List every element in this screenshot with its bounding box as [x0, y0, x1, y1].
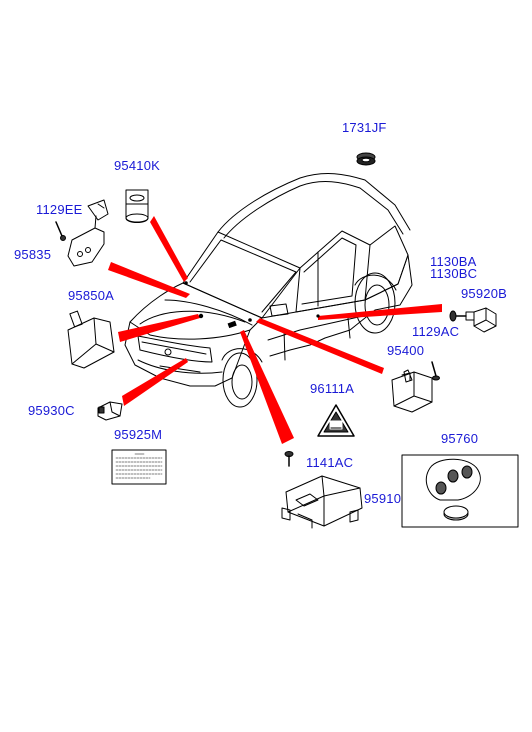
sensor-95920b-part: [465, 307, 497, 333]
part-label-95835: 95835: [14, 247, 52, 262]
pointer-95930c: [122, 358, 188, 406]
module-95400-part: [391, 369, 433, 413]
pointer-95910: [240, 330, 294, 444]
part-label-95850a: 95850A: [68, 288, 115, 303]
vehicle-drawing: [124, 173, 413, 408]
part-label-1731jf: 1731JF: [342, 120, 387, 135]
pointer-95850a: [118, 314, 200, 342]
grommet-part: [356, 152, 376, 166]
smart-key-part: [401, 454, 519, 528]
part-label-95930c: 95930C: [28, 403, 75, 418]
module-95850a-part: [67, 310, 115, 369]
screw-1130-part: [449, 310, 467, 322]
part-label-95910: 95910: [364, 491, 402, 506]
sensor-95930c-part: [97, 401, 123, 421]
label-95925m-part: [111, 449, 167, 485]
sensor-95410k-part: [125, 189, 149, 223]
pointer-95400: [256, 318, 384, 374]
part-label-1130ba: 1130BA: [430, 254, 477, 269]
part-label-1141ac: 1141AC: [306, 455, 354, 470]
part-label-1129ac: 1129AC: [412, 324, 460, 339]
bolt-1129ee-part: [55, 221, 66, 241]
part-label-1130bc: 1130BC: [430, 266, 478, 281]
red-pointer-group: [108, 216, 442, 444]
bolt-1129ac-part: [431, 361, 440, 381]
pointer-95920b: [318, 304, 442, 320]
bolt-1141ac-part: [284, 451, 294, 467]
part-label-95400: 95400: [387, 343, 425, 358]
airbag-control-unit-part: [281, 475, 363, 529]
warning-triangle-part: [317, 404, 355, 437]
part-label-96111a: 96111A: [310, 381, 355, 396]
part-label-1129ee: 1129EE: [36, 202, 83, 217]
mount-points: [184, 281, 320, 329]
part-label-95760: 95760: [441, 431, 479, 446]
part-label-95920b: 95920B: [461, 286, 508, 301]
pointer-95835: [108, 262, 190, 298]
pointer-95410k: [150, 216, 188, 282]
part-label-95925m: 95925M: [114, 427, 163, 442]
sensor-95835-part: [67, 199, 109, 267]
part-label-95410k: 95410K: [114, 158, 161, 173]
